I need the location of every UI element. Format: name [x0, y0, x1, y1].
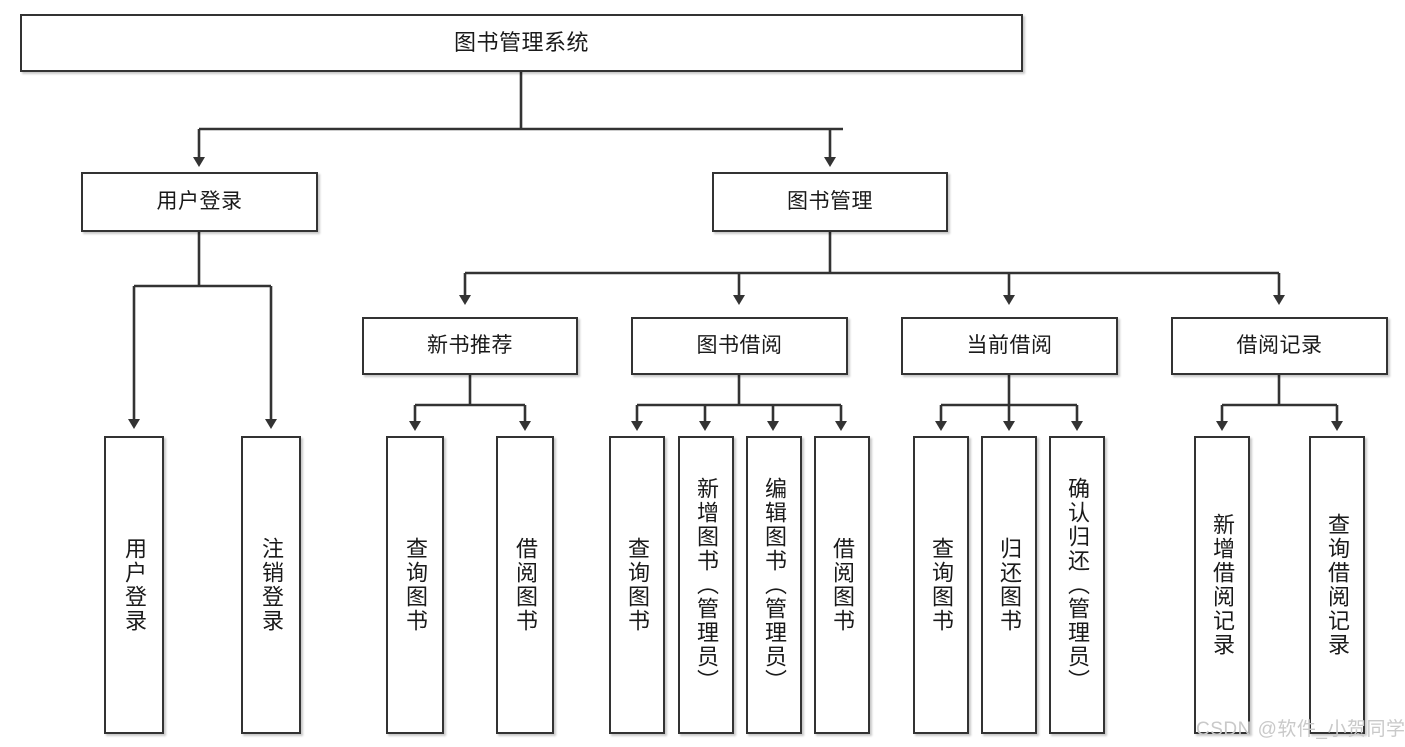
- node-label: 查询图书: [929, 537, 954, 633]
- node-book-management[interactable]: 图书管理: [712, 172, 948, 232]
- node-label: 图书管理系统: [453, 29, 589, 55]
- node-label: 用户登录: [122, 537, 147, 633]
- node-label: 图书管理: [787, 190, 873, 214]
- node-label: 新增借阅记录: [1210, 513, 1235, 657]
- node-book-borrow[interactable]: 图书借阅: [631, 317, 848, 375]
- node-new-book-recommend[interactable]: 新书推荐: [362, 317, 578, 375]
- node-borrow-record[interactable]: 借阅记录: [1171, 317, 1388, 375]
- node-leaf-query-borrow-record[interactable]: 查询借阅记录: [1309, 436, 1365, 734]
- node-label: 新书推荐: [427, 334, 513, 358]
- node-leaf-logout[interactable]: 注销登录: [241, 436, 301, 734]
- node-label: 借阅记录: [1236, 334, 1323, 358]
- node-leaf-add-book-admin[interactable]: 新增图书（管理员）: [678, 436, 734, 734]
- node-leaf-return-book[interactable]: 归还图书: [981, 436, 1037, 734]
- node-label: 新增图书（管理员）: [694, 477, 719, 693]
- node-leaf-add-borrow-record[interactable]: 新增借阅记录: [1194, 436, 1250, 734]
- node-current-borrow[interactable]: 当前借阅: [901, 317, 1118, 375]
- node-leaf-query-book-recommend[interactable]: 查询图书: [386, 436, 444, 734]
- node-user-login[interactable]: 用户登录: [81, 172, 318, 232]
- node-leaf-edit-book-admin[interactable]: 编辑图书（管理员）: [746, 436, 802, 734]
- node-label: 编辑图书（管理员）: [762, 477, 787, 693]
- node-label: 查询借阅记录: [1325, 513, 1350, 657]
- node-label: 用户登录: [156, 190, 243, 214]
- node-leaf-query-book-borrow[interactable]: 查询图书: [609, 436, 665, 734]
- node-leaf-user-login[interactable]: 用户登录: [104, 436, 164, 734]
- node-label: 借阅图书: [513, 537, 538, 633]
- node-label: 确认归还（管理员）: [1065, 477, 1090, 693]
- node-leaf-borrow-book[interactable]: 借阅图书: [814, 436, 870, 734]
- node-label: 借阅图书: [830, 537, 855, 633]
- node-label: 归还图书: [997, 537, 1022, 633]
- csdn-watermark: CSDN @软件_小贺同学: [1196, 719, 1405, 740]
- node-leaf-query-book-current[interactable]: 查询图书: [913, 436, 969, 734]
- node-label: 查询图书: [625, 537, 650, 633]
- node-label: 当前借阅: [966, 334, 1053, 358]
- node-leaf-borrow-book-recommend[interactable]: 借阅图书: [496, 436, 554, 734]
- node-leaf-confirm-return-admin[interactable]: 确认归还（管理员）: [1049, 436, 1105, 734]
- node-label: 注销登录: [259, 537, 284, 633]
- node-label: 图书借阅: [696, 334, 783, 358]
- node-root-system[interactable]: 图书管理系统: [20, 14, 1023, 72]
- node-label: 查询图书: [403, 537, 428, 633]
